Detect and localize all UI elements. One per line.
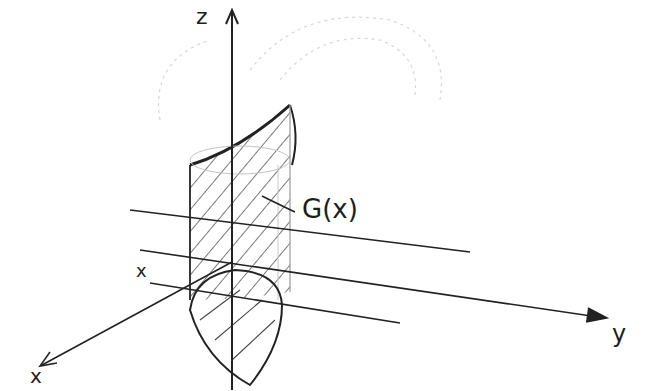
axis-label: x — [30, 366, 42, 386]
tick-label: x — [136, 262, 147, 280]
axis-label: z — [196, 6, 208, 28]
region-label: G(x) — [302, 196, 358, 222]
axis-label: y — [612, 322, 626, 346]
